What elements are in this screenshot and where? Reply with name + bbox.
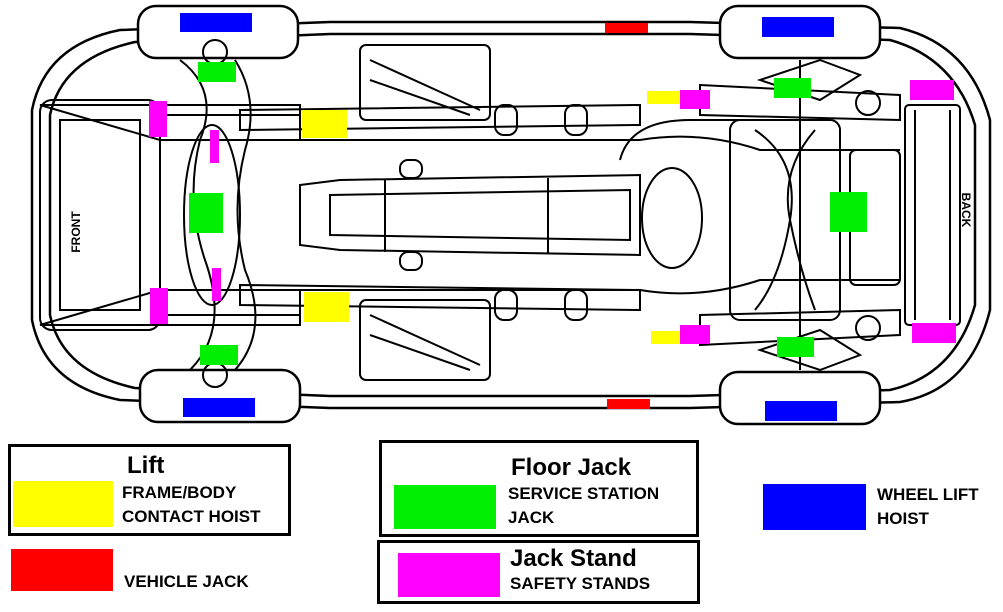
- jack-stand-marker: [210, 130, 219, 163]
- floor-jack-marker: [830, 192, 867, 232]
- floor-jack-marker: [189, 193, 223, 233]
- wheel-lift-marker: [183, 398, 255, 417]
- jack-stand-marker: [912, 323, 956, 343]
- wheel-lift-marker: [180, 13, 252, 32]
- floor-jack-marker: [198, 62, 236, 82]
- legend-jack-stand-box: [377, 540, 700, 604]
- vehicle-jack-swatch: [11, 549, 113, 591]
- jack-stand-marker: [149, 101, 167, 137]
- front-label: FRONT: [69, 211, 83, 253]
- wheel-lift-label: WHEEL LIFT HOIST: [877, 483, 979, 531]
- jack-stand-marker: [680, 90, 710, 109]
- vehicle-jack-marker: [607, 399, 650, 409]
- frame-body-line1: FRAME/BODY: [122, 483, 237, 502]
- wheels: [136, 4, 882, 426]
- floor-jack-marker: [774, 78, 811, 98]
- lift-point-markers: [149, 13, 956, 421]
- floor-jack-marker: [200, 345, 238, 365]
- jack-stand-marker: [212, 268, 221, 301]
- legend-lift-box: [8, 444, 291, 536]
- frame-body-line2: CONTACT HOIST: [122, 507, 261, 526]
- service-station-swatch: [394, 485, 496, 529]
- wheel-lift-marker: [762, 17, 834, 37]
- wheel-lift-line2: HOIST: [877, 509, 929, 528]
- vehicle-jack-marker: [605, 23, 648, 33]
- service-station-line1: SERVICE STATION: [508, 484, 660, 503]
- wheel-front-right: [138, 368, 302, 424]
- vehicle-outline: [30, 20, 992, 410]
- frame-body-swatch: [13, 481, 113, 527]
- chassis-details: [39, 39, 961, 388]
- floor-jack-marker: [777, 337, 814, 357]
- jack-stand-marker: [150, 288, 168, 324]
- wheel-rear-right: [718, 370, 882, 426]
- legend-floor-jack-title: Floor Jack: [511, 454, 632, 481]
- safety-stands-label: SAFETY STANDS: [510, 574, 651, 593]
- service-station-label: SERVICE STATION JACK: [508, 482, 659, 530]
- frame-contact-marker: [302, 110, 347, 138]
- vehicle-jack-label: VEHICLE JACK: [124, 572, 249, 591]
- service-station-line2: JACK: [508, 508, 555, 527]
- jack-stand-marker: [910, 80, 954, 100]
- safety-stands-swatch: [398, 553, 500, 597]
- wheel-lift-marker: [765, 401, 837, 421]
- legend-jack-stand-title: Jack Stand: [510, 545, 637, 572]
- frame-body-label: FRAME/BODY CONTACT HOIST: [122, 481, 261, 529]
- legend-lift-title: Lift: [127, 452, 165, 479]
- frame-contact-marker: [304, 292, 349, 322]
- jack-stand-marker: [680, 325, 710, 344]
- wheel-lift-line1: WHEEL LIFT: [877, 485, 979, 504]
- frame-contact-marker: [647, 91, 681, 104]
- back-label: BACK: [959, 193, 973, 228]
- vehicle-underside-diagram: FRONT BACK: [30, 4, 992, 426]
- legend-floor-jack-box: [379, 440, 699, 537]
- frame-contact-marker: [651, 331, 685, 344]
- wheel-lift-swatch: [763, 484, 866, 530]
